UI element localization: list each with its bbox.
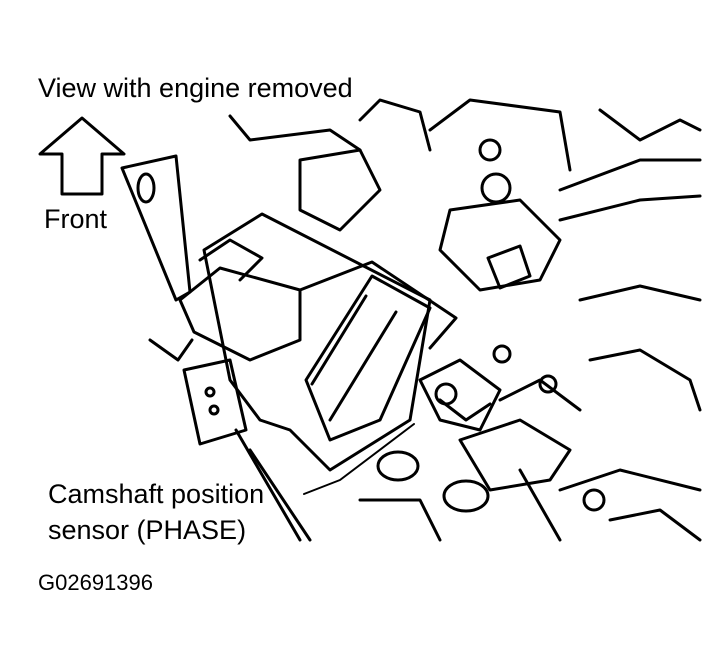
left-sensor-body xyxy=(178,266,302,362)
front-arrow-icon xyxy=(38,116,126,196)
mounting-bracket xyxy=(120,154,192,302)
callout-leader-line xyxy=(303,423,415,495)
connector xyxy=(486,244,532,290)
figure-code: G02691396 xyxy=(38,570,153,595)
support-plate xyxy=(182,358,248,446)
sensor-callout-line1: Camshaft position xyxy=(48,479,265,509)
front-label: Front xyxy=(44,204,108,234)
camshaft-cover xyxy=(202,212,432,472)
plug-1 xyxy=(376,450,420,482)
plug-2 xyxy=(442,479,490,513)
camshaft-position-sensor xyxy=(418,358,502,432)
sensor-callout-line2: sensor (PHASE) xyxy=(48,515,247,545)
view-title: View with engine removed xyxy=(38,73,353,103)
